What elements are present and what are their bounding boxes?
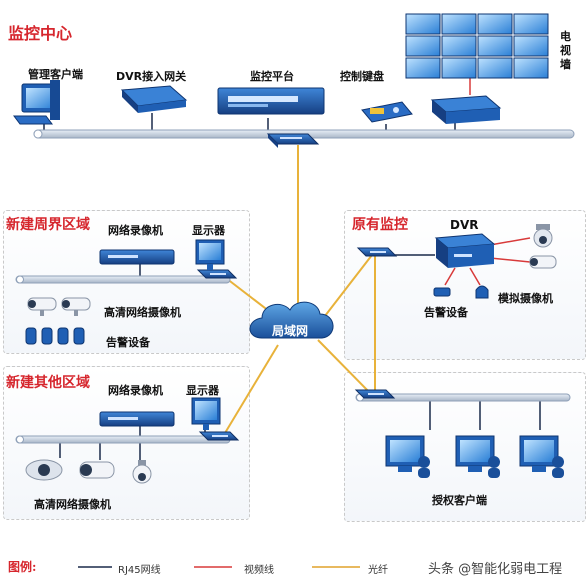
label-tv-wall: 电 视 墙	[560, 30, 571, 71]
hd-cam1-b-icon	[61, 297, 91, 316]
lan-cloud-icon	[249, 301, 334, 339]
hd-cam1-a-icon	[27, 297, 57, 316]
switch-auth-icon	[354, 389, 396, 399]
dvr-gateway-icon	[120, 85, 188, 113]
auth-client-2-icon	[455, 435, 500, 478]
label-alarm2: 告警设备	[424, 306, 468, 319]
rj45-links	[43, 113, 541, 462]
analog-cam-bullet-icon	[529, 255, 557, 269]
legend-video-label: 视频线	[244, 565, 274, 576]
admin-pc-icon	[13, 80, 60, 125]
platform-icon	[217, 87, 325, 115]
dome-cam-icon	[25, 459, 63, 481]
label-alarm1: 告警设备	[106, 336, 150, 349]
title-perimeter: 新建周界区域	[6, 217, 90, 233]
label-nvr2: 网络录像机	[108, 384, 163, 397]
switch-center-icon	[266, 133, 320, 148]
dvr-icon	[434, 233, 496, 268]
switch-perimeter-icon	[196, 269, 238, 279]
label-platform: 监控平台	[250, 70, 294, 83]
switch-other-icon	[198, 431, 240, 441]
nvr1-icon	[99, 249, 175, 265]
watermark: 头条 @智能化弱电工程	[428, 562, 563, 577]
bus-other	[15, 435, 231, 444]
tv-wall-icon	[405, 13, 549, 79]
legend-title: 图例:	[8, 560, 37, 574]
label-hd-cam2: 高清网络摄像机	[34, 498, 111, 511]
monitor1-icon	[195, 239, 225, 270]
label-admin-client: 管理客户端	[28, 68, 83, 81]
bus-auth	[355, 393, 571, 402]
ptz-cam-icon	[132, 460, 152, 484]
legend-fiber-label: 光纤	[368, 565, 388, 576]
label-analog-cam: 模拟摄像机	[498, 292, 553, 305]
alarm2-icons	[433, 285, 489, 299]
bullet-cam-icon	[79, 461, 115, 479]
label-nvr1: 网络录像机	[108, 224, 163, 237]
label-dvr: DVR	[450, 218, 479, 232]
analog-cam-dome-icon	[533, 224, 553, 248]
title-other: 新建其他区域	[6, 375, 90, 391]
nvr2-icon	[99, 411, 175, 427]
monitor2-icon	[191, 397, 221, 430]
label-auth-client: 授权客户端	[432, 494, 487, 507]
label-monitor2: 显示器	[186, 384, 219, 397]
switch-existing-icon	[356, 247, 398, 257]
video-links	[444, 78, 531, 286]
legend-rj45-label: RJ45网线	[118, 565, 161, 576]
label-lan: 局域网	[272, 324, 309, 338]
label-keyboard: 控制键盘	[340, 70, 384, 83]
title-center: 监控中心	[8, 24, 73, 43]
label-dvr-gateway: DVR接入网关	[116, 70, 187, 83]
auth-client-3-icon	[519, 435, 564, 478]
alarm1-icons	[25, 327, 85, 345]
keyboard-icon	[361, 101, 413, 123]
label-monitor1: 显示器	[192, 224, 225, 237]
bus-perimeter	[15, 275, 231, 284]
label-hd-cam1: 高清网络摄像机	[104, 306, 181, 319]
title-existing: 原有监控	[352, 217, 408, 233]
auth-client-1-icon	[385, 435, 430, 478]
fiber-links	[221, 145, 376, 439]
tv-wall-controller-icon	[430, 95, 502, 124]
